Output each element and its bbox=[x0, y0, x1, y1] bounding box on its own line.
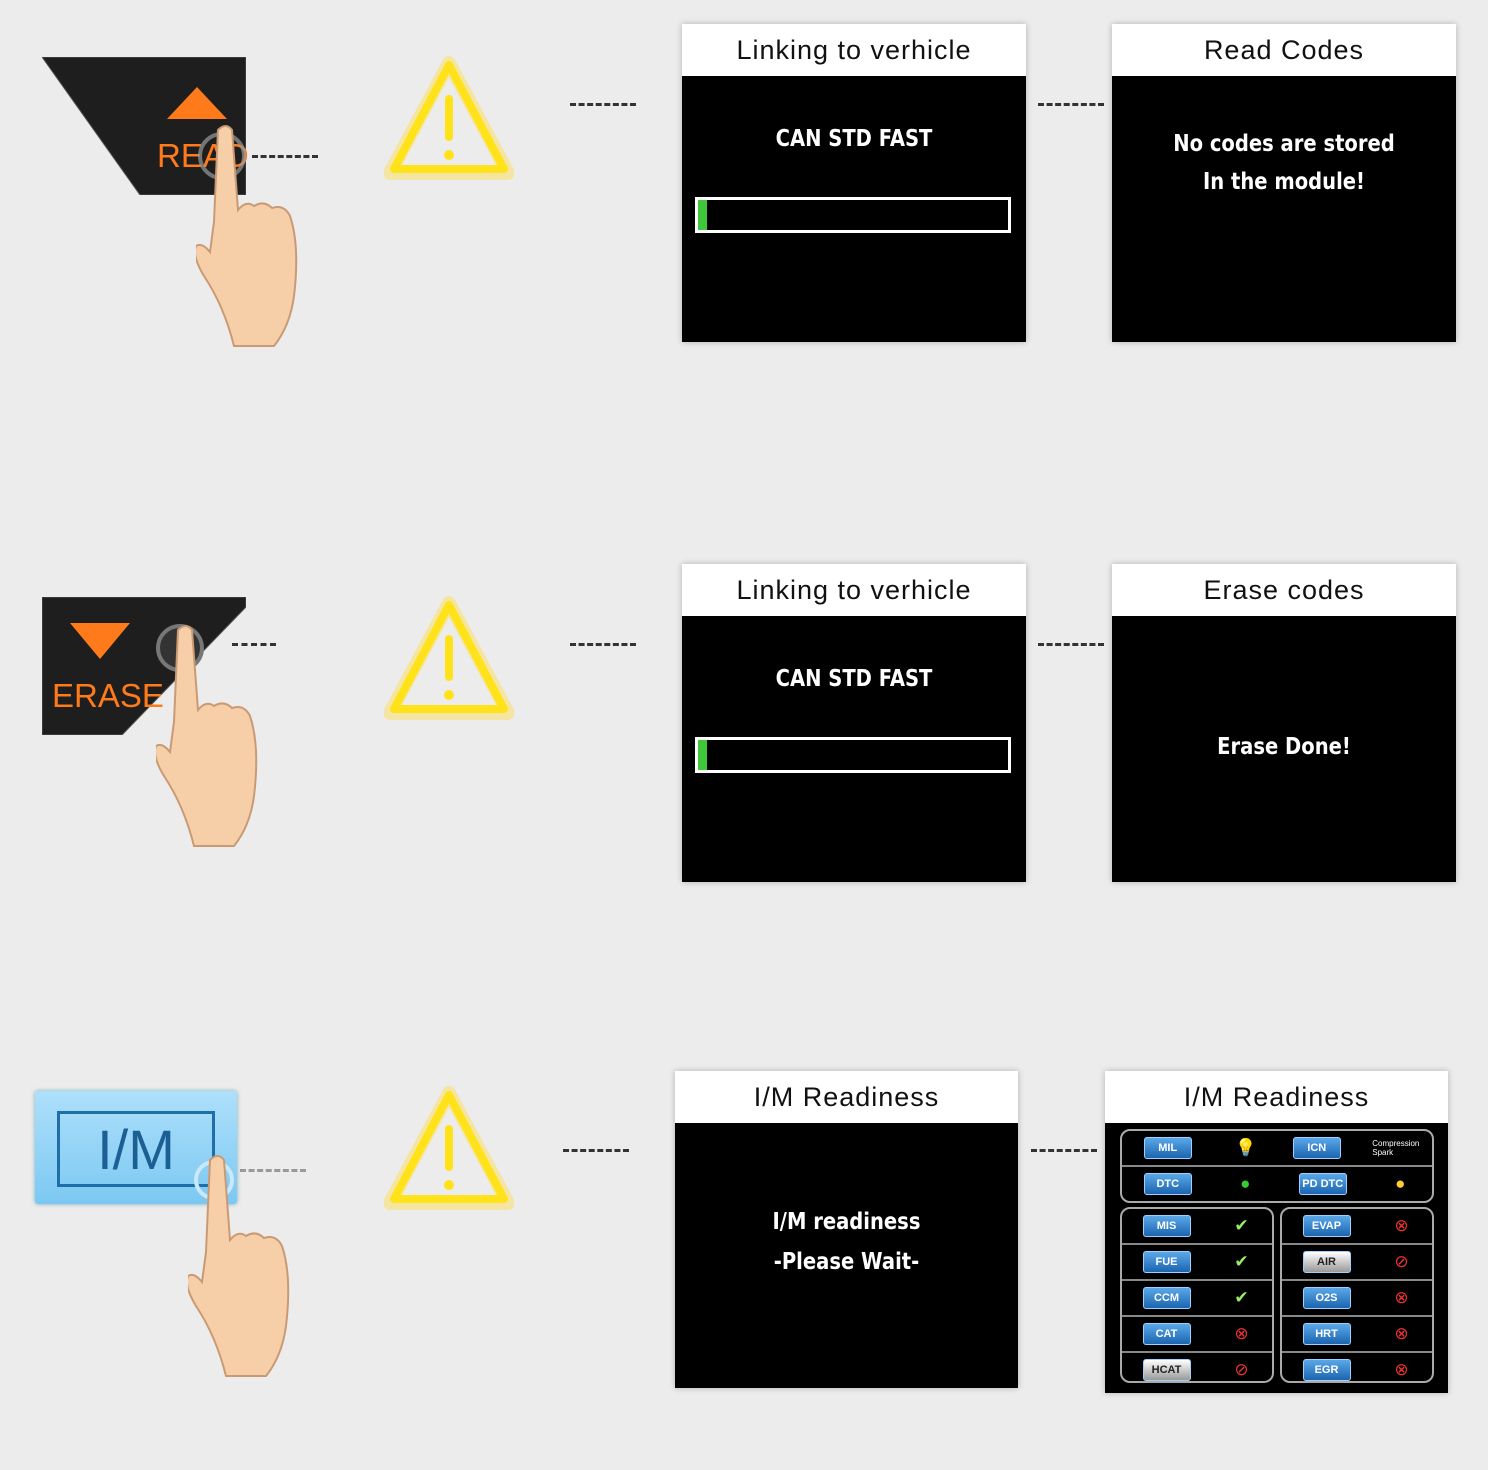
message-line: I/M readiness bbox=[772, 1209, 921, 1235]
monitor-chip: MIL bbox=[1143, 1137, 1192, 1159]
ok-circle-icon: ● bbox=[1240, 1174, 1251, 1193]
check-icon: ✔ bbox=[1234, 1288, 1249, 1307]
not-supported-icon: ⊘ bbox=[1234, 1360, 1249, 1379]
pointing-hand-icon bbox=[188, 1155, 290, 1377]
connector-dash bbox=[1038, 103, 1104, 106]
linking-screen: Linking to verhicle CAN STD FAST bbox=[682, 564, 1026, 882]
incomplete-icon: ⊗ bbox=[1394, 1360, 1409, 1379]
connector-dash bbox=[570, 643, 636, 646]
connector-dash bbox=[1031, 1149, 1097, 1152]
progress-fill bbox=[698, 200, 708, 230]
im-label: I/M bbox=[57, 1111, 215, 1187]
screen-title: Linking to verhicle bbox=[682, 24, 1026, 76]
connector-dash bbox=[570, 103, 636, 106]
incomplete-icon: ⊗ bbox=[1394, 1216, 1409, 1235]
protocol-text: CAN STD FAST bbox=[775, 126, 933, 152]
connector-dash bbox=[240, 1169, 306, 1172]
monitor-chip: EVAP bbox=[1302, 1215, 1351, 1237]
connector-dash bbox=[1038, 643, 1104, 646]
monitor-chip: PD DTC bbox=[1298, 1173, 1347, 1195]
linking-screen: Linking to verhicle CAN STD FAST bbox=[682, 24, 1026, 342]
status-group-top: MIL 💡 ICN Compression Spark DTC ● PD DTC ● bbox=[1120, 1129, 1434, 1203]
status-group-left: MIS ✔ FUE ✔ CCM ✔ CAT ⊗ HCAT ⊘ bbox=[1120, 1207, 1274, 1383]
down-arrow-icon bbox=[70, 623, 130, 659]
connector-dash bbox=[252, 155, 318, 158]
incomplete-icon: ⊗ bbox=[1234, 1324, 1249, 1343]
connector-dash bbox=[563, 1149, 629, 1152]
monitor-chip: AIR bbox=[1302, 1251, 1351, 1273]
message-line: Erase Done! bbox=[1217, 734, 1351, 760]
monitor-chip: HCAT bbox=[1142, 1359, 1191, 1381]
progress-bar bbox=[695, 737, 1011, 773]
check-icon: ✔ bbox=[1234, 1252, 1249, 1271]
progress-fill bbox=[698, 740, 708, 770]
monitor-chip: HRT bbox=[1302, 1323, 1351, 1345]
check-icon: ✔ bbox=[1234, 1216, 1249, 1235]
warn-circle-icon: ● bbox=[1395, 1174, 1406, 1193]
erase-codes-screen: Erase codes Erase Done! bbox=[1112, 564, 1456, 882]
monitor-chip: ICN bbox=[1292, 1137, 1341, 1159]
read-codes-screen: Read Codes No codes are stored In the mo… bbox=[1112, 24, 1456, 342]
mil-lamp-icon: 💡 bbox=[1235, 1138, 1257, 1157]
warning-icon bbox=[384, 595, 514, 725]
message-line: In the module! bbox=[1203, 169, 1365, 195]
pointing-hand-icon bbox=[196, 125, 298, 347]
screen-title: I/M Readiness bbox=[675, 1071, 1018, 1123]
status-group-right: EVAP ⊗ AIR ⊘ O2S ⊗ HRT ⊗ EGR ⊗ bbox=[1280, 1207, 1434, 1383]
message-line: -Please Wait- bbox=[773, 1249, 920, 1275]
protocol-text: CAN STD FAST bbox=[775, 666, 933, 692]
warning-icon bbox=[384, 55, 514, 185]
monitor-chip: O2S bbox=[1302, 1287, 1351, 1309]
message-line: No codes are stored bbox=[1173, 131, 1395, 157]
monitor-chip: FUE bbox=[1142, 1251, 1191, 1273]
screen-title: Read Codes bbox=[1112, 24, 1456, 76]
ignition-type: Compression Spark bbox=[1372, 1139, 1420, 1157]
screen-title: Linking to verhicle bbox=[682, 564, 1026, 616]
not-supported-icon: ⊘ bbox=[1394, 1252, 1409, 1271]
progress-bar bbox=[695, 197, 1011, 233]
monitor-chip: DTC bbox=[1143, 1173, 1192, 1195]
screen-title: Erase codes bbox=[1112, 564, 1456, 616]
incomplete-icon: ⊗ bbox=[1394, 1288, 1409, 1307]
monitor-chip: MIS bbox=[1142, 1215, 1191, 1237]
monitor-chip: EGR bbox=[1302, 1359, 1351, 1381]
screen-title: I/M Readiness bbox=[1105, 1071, 1448, 1123]
im-button[interactable]: I/M bbox=[35, 1091, 237, 1204]
connector-dash bbox=[232, 643, 276, 646]
warning-icon bbox=[384, 1085, 514, 1215]
im-readiness-screen: I/M Readiness MIL 💡 ICN Compression Spark … bbox=[1105, 1071, 1448, 1393]
monitor-chip: CCM bbox=[1142, 1287, 1191, 1309]
monitor-chip: CAT bbox=[1142, 1323, 1191, 1345]
pointing-hand-icon bbox=[156, 624, 258, 847]
incomplete-icon: ⊗ bbox=[1394, 1324, 1409, 1343]
up-arrow-icon bbox=[167, 87, 227, 119]
im-wait-screen: I/M Readiness I/M readiness -Please Wait… bbox=[675, 1071, 1018, 1388]
erase-label: ERASE bbox=[52, 677, 164, 714]
